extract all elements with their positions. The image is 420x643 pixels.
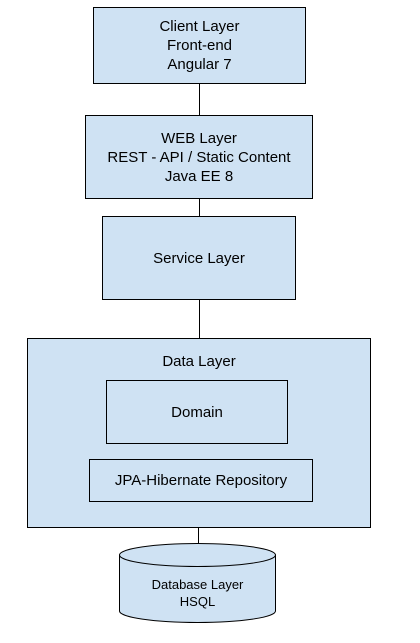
connector-client-web bbox=[199, 84, 200, 115]
web-layer-box: WEB Layer REST - API / Static Content Ja… bbox=[85, 115, 313, 199]
database-label: Database Layer HSQL bbox=[119, 576, 276, 610]
database-layer-tech: HSQL bbox=[179, 594, 216, 609]
data-layer-title: Data Layer bbox=[162, 353, 236, 370]
client-layer-box: Client Layer Front-end Angular 7 bbox=[93, 7, 306, 84]
database-cylinder-shape bbox=[119, 543, 276, 623]
web-layer-tech: Java EE 8 bbox=[164, 167, 234, 185]
web-layer-subtitle: REST - API / Static Content bbox=[107, 148, 291, 166]
repository-box: JPA-Hibernate Repository bbox=[89, 459, 313, 502]
database-layer-title: Database Layer bbox=[151, 577, 244, 592]
database-cylinder: Database Layer HSQL bbox=[119, 543, 276, 623]
client-layer-title: Client Layer bbox=[159, 18, 240, 35]
client-layer-tech: Angular 7 bbox=[167, 56, 232, 73]
domain-box: Domain bbox=[106, 380, 288, 444]
web-layer-title: WEB Layer bbox=[161, 129, 237, 147]
client-layer-subtitle: Front-end bbox=[166, 37, 233, 54]
connector-web-service bbox=[199, 199, 200, 216]
connector-service-data bbox=[199, 300, 200, 338]
repository-label: JPA-Hibernate Repository bbox=[114, 472, 288, 489]
service-layer-title: Service Layer bbox=[153, 249, 245, 267]
service-layer-box: Service Layer bbox=[102, 216, 296, 300]
domain-label: Domain bbox=[171, 403, 223, 421]
connector-data-database bbox=[198, 528, 199, 546]
